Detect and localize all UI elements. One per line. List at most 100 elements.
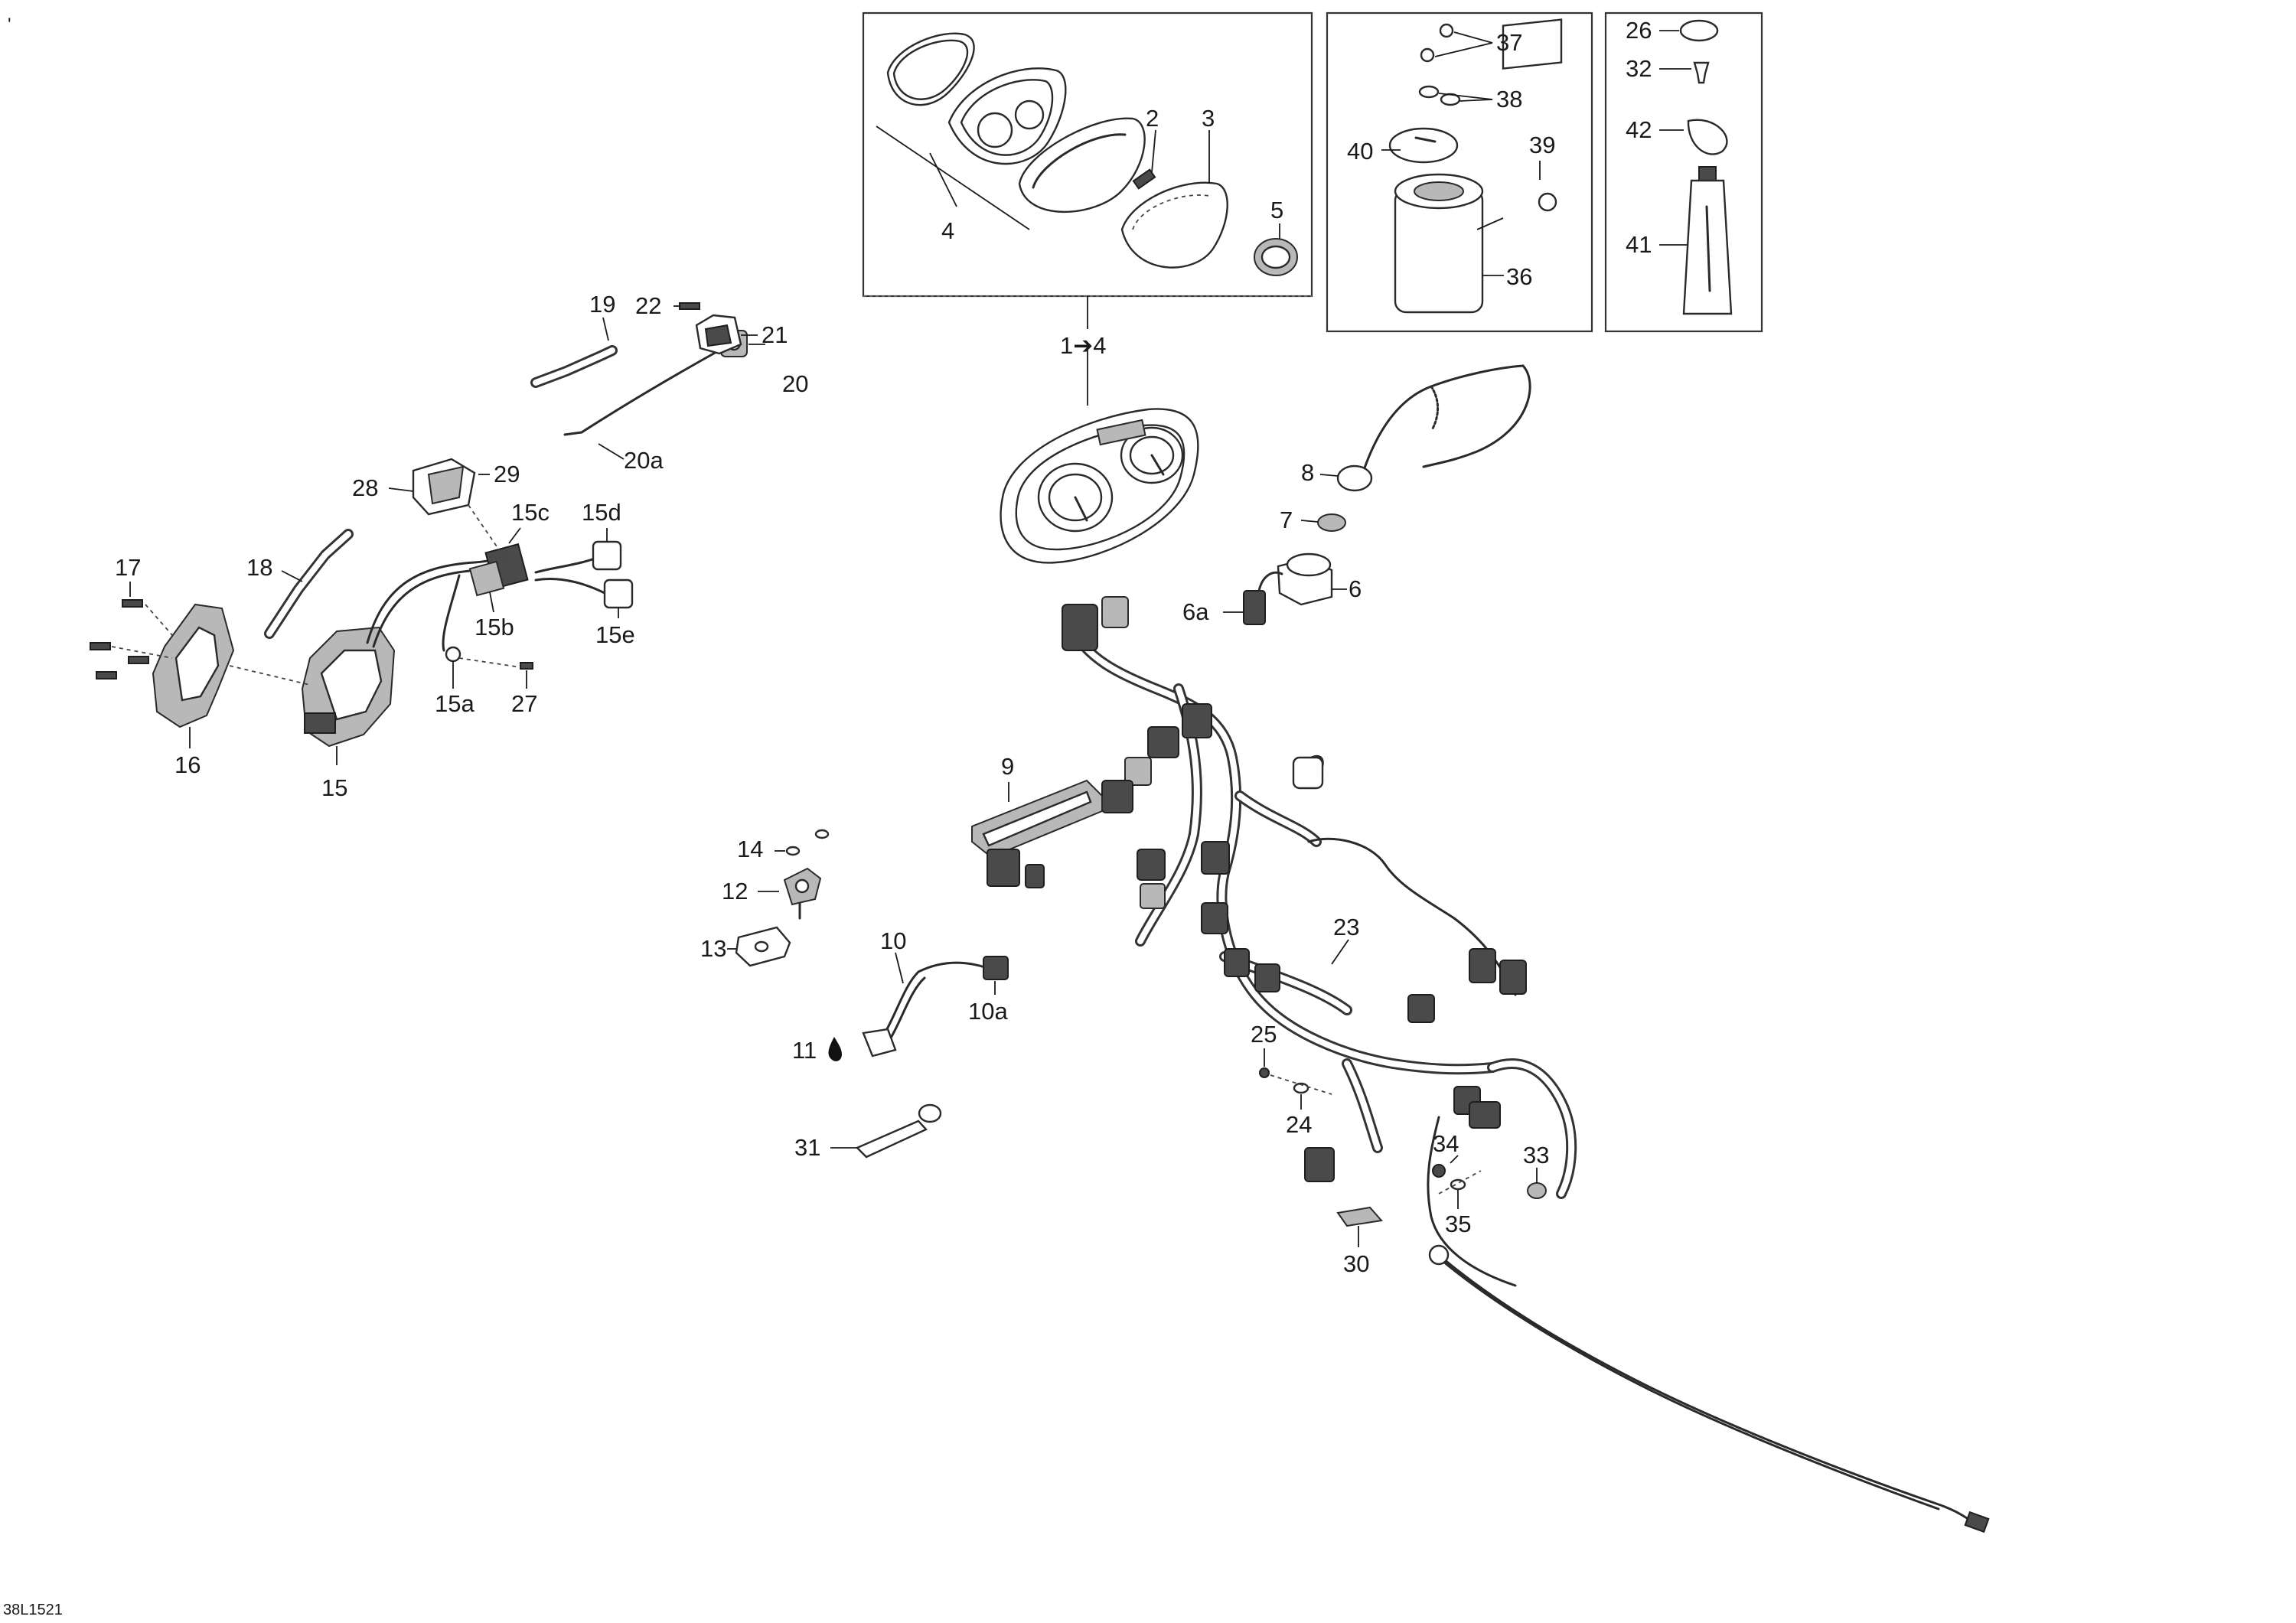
sensor-part-10 xyxy=(862,952,1009,1058)
harness-connectors xyxy=(1062,596,1527,1182)
callout-23: 23 xyxy=(1333,914,1359,940)
gasket-part-13 xyxy=(727,926,791,967)
callout-7: 7 xyxy=(1280,507,1293,533)
bracket-part-21 xyxy=(695,314,758,355)
grease-tube-part xyxy=(1659,166,1733,315)
washers-part-14 xyxy=(775,829,830,856)
callout-18: 18 xyxy=(246,554,272,581)
battery-bracket-part xyxy=(1381,127,1459,164)
callout-5: 5 xyxy=(1270,197,1283,223)
callout-20: 20 xyxy=(782,370,808,397)
callout-6a: 6a xyxy=(1182,598,1209,625)
callout-28: 28 xyxy=(352,474,378,501)
callout-21: 21 xyxy=(762,321,788,348)
sensor-part-12 xyxy=(758,867,822,920)
callout-16: 16 xyxy=(174,751,201,778)
main-wiring-harness-part xyxy=(1066,622,1990,1533)
callout-29: 29 xyxy=(494,461,520,487)
grommet-part-7 xyxy=(1300,513,1346,532)
callout-12: 12 xyxy=(722,878,748,904)
callout-37: 37 xyxy=(1496,29,1522,56)
callout-24: 24 xyxy=(1286,1111,1312,1138)
cluster-housing-part xyxy=(947,67,1067,165)
callout-3: 3 xyxy=(1202,105,1215,132)
callout-15a: 15a xyxy=(435,690,475,717)
connector-6a xyxy=(1223,571,1283,625)
switch-housing-cover-part xyxy=(152,603,235,748)
control-module-part xyxy=(971,779,1103,888)
oil-drop-icon xyxy=(828,1037,842,1061)
cluster-lens-part xyxy=(1018,117,1146,213)
callout-38: 38 xyxy=(1496,86,1522,112)
callout-32: 32 xyxy=(1626,55,1652,82)
callout-8: 8 xyxy=(1301,459,1314,486)
callout-20a: 20a xyxy=(624,447,664,474)
callout-34: 34 xyxy=(1433,1130,1459,1157)
grip-part-18 xyxy=(264,529,354,639)
callout-1to4: 1➔4 xyxy=(1060,332,1106,359)
connector-cover-part xyxy=(388,458,506,559)
callout-15: 15 xyxy=(321,774,347,801)
battery-part xyxy=(1394,173,1504,314)
screw-part-22 xyxy=(673,302,700,310)
callout-42: 42 xyxy=(1626,116,1652,143)
grip-part-19 xyxy=(530,317,618,388)
drawing-number: 38L1521 xyxy=(3,1602,63,1618)
connector-15d xyxy=(592,528,622,571)
callout-35: 35 xyxy=(1445,1211,1471,1237)
ignition-switch-part xyxy=(1277,552,1347,606)
callout-15d: 15d xyxy=(582,499,621,526)
hardware-part-33 xyxy=(1527,1168,1547,1199)
push-rivet-part xyxy=(1659,61,1710,84)
corner-mark: ' xyxy=(8,15,11,35)
callout-10: 10 xyxy=(880,927,906,954)
callout-40: 40 xyxy=(1347,138,1373,165)
clip-part-30 xyxy=(1336,1206,1383,1247)
callout-26: 26 xyxy=(1626,17,1652,44)
screw-part-25 xyxy=(1259,1048,1270,1078)
callout-19: 19 xyxy=(589,291,615,318)
callout-36: 36 xyxy=(1506,263,1532,290)
washer-part-24 xyxy=(1270,1074,1332,1110)
callout-14: 14 xyxy=(737,836,763,862)
callout-39: 39 xyxy=(1529,132,1555,158)
cap-part-5 xyxy=(1254,223,1298,276)
gauge-cluster-assembly xyxy=(1000,408,1199,564)
connector-15e xyxy=(603,578,634,618)
connector-15b xyxy=(468,560,505,613)
callout-30: 30 xyxy=(1343,1250,1369,1277)
callout-4: 4 xyxy=(941,217,954,244)
callout-33: 33 xyxy=(1523,1142,1549,1168)
screws-part-17 xyxy=(90,582,173,680)
screw-part-2 xyxy=(1132,129,1156,190)
callout-6: 6 xyxy=(1349,575,1362,602)
callout-41: 41 xyxy=(1626,231,1652,258)
callout-27: 27 xyxy=(511,690,537,717)
handlebar-switch-part xyxy=(229,626,396,765)
cable-tie-part xyxy=(1659,119,1728,155)
back-plate-part xyxy=(1120,130,1228,269)
callout-labels: 2 3 4 5 1➔4 37 38 40 39 36 26 32 42 41 1… xyxy=(115,17,1652,1277)
callout-25: 25 xyxy=(1251,1021,1277,1048)
callout-11: 11 xyxy=(792,1037,817,1064)
callout-17: 17 xyxy=(115,554,141,581)
inset-accessories-frame xyxy=(1604,11,1763,333)
callout-15e: 15e xyxy=(595,621,635,648)
battery-screws-part xyxy=(1418,23,1493,106)
cap-part-26 xyxy=(1659,19,1719,42)
sensor-part-31 xyxy=(830,1103,942,1159)
callout-10a: 10a xyxy=(968,998,1008,1025)
callout-22: 22 xyxy=(635,292,661,319)
tether-cord-part xyxy=(1319,364,1531,492)
callout-9: 9 xyxy=(1001,753,1014,780)
callout-2: 2 xyxy=(1146,105,1159,132)
inset-battery-frame xyxy=(1326,11,1593,333)
inset-gauge-cluster-frame xyxy=(862,11,1313,406)
callout-15b: 15b xyxy=(475,614,514,640)
warning-label-part xyxy=(1476,18,1563,230)
callout-15c: 15c xyxy=(511,499,550,526)
seal-ring-part xyxy=(886,32,975,106)
callout-13: 13 xyxy=(700,935,726,962)
screw-part-34 xyxy=(1432,1155,1459,1178)
